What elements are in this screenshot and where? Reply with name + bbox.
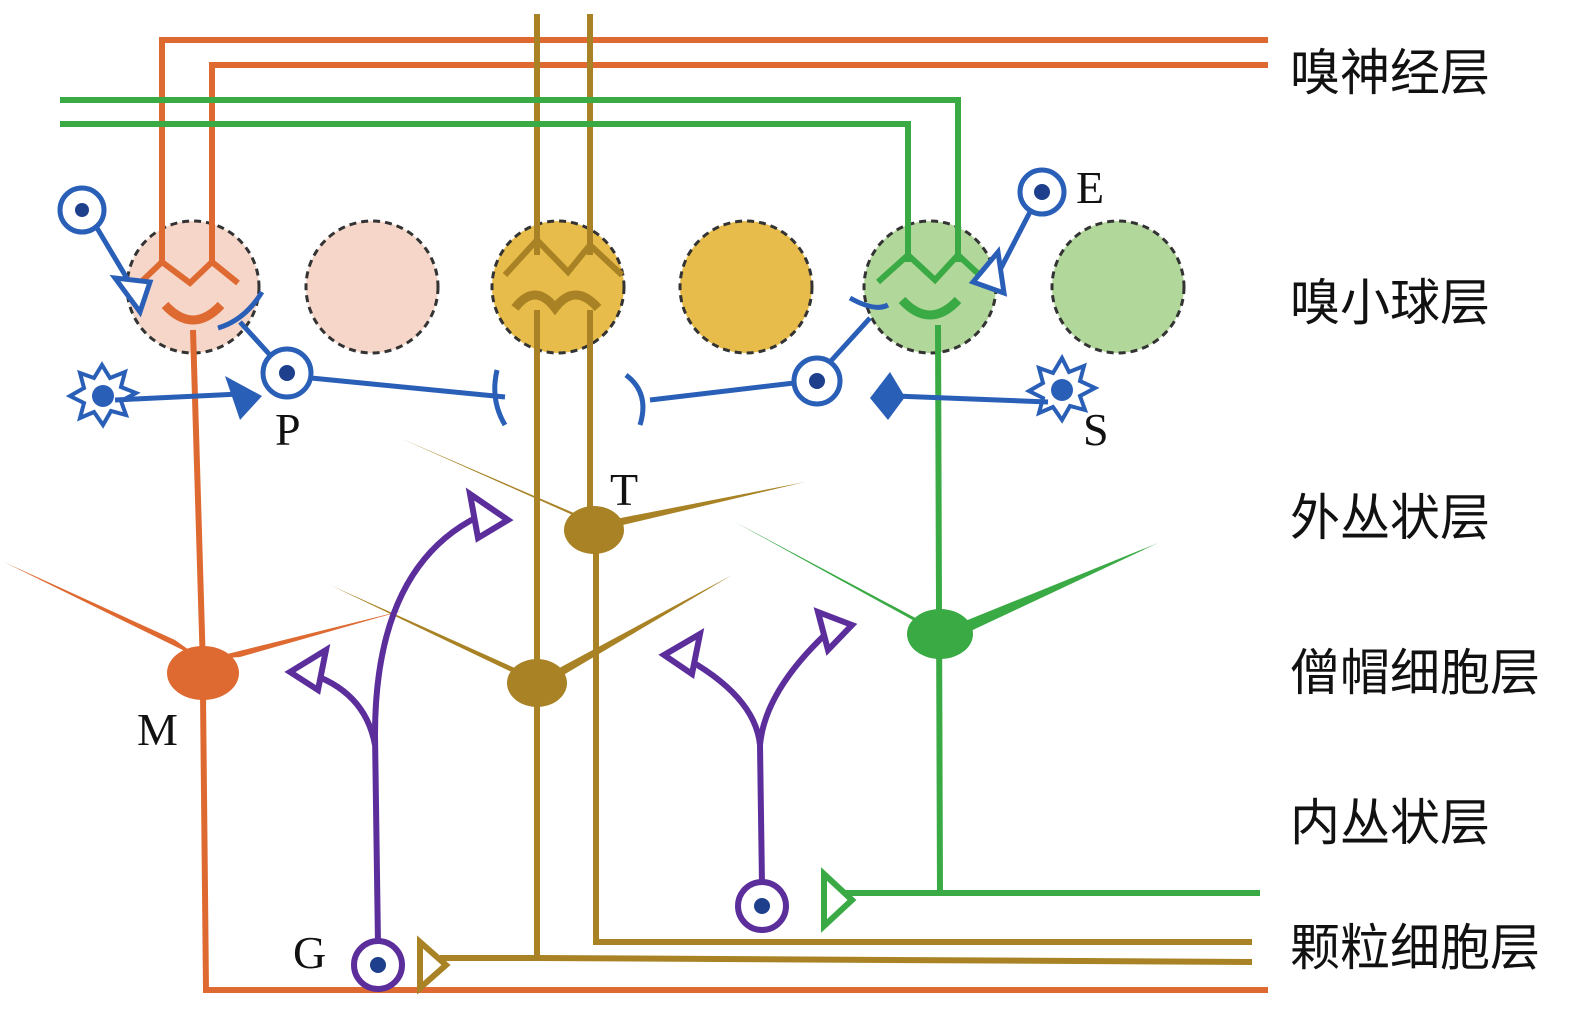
glomerulus-green-1: [862, 219, 998, 355]
tufted-terminal: [417, 935, 451, 995]
glomerulus-yellow-2: [678, 219, 814, 355]
layer-label-ipl: 内丛状层: [1290, 794, 1490, 852]
label-S: S: [1083, 404, 1109, 455]
label-T: T: [610, 464, 638, 515]
glomeruli: [125, 219, 1186, 355]
green-soma: [907, 609, 973, 659]
layer-labels: 嗅神经层 嗅小球层 外丛状层 僧帽细胞层 内丛状层 颗粒细胞层: [1290, 44, 1540, 977]
interneurons-blue: [57, 167, 1100, 429]
glomerulus-yellow-1: [490, 219, 626, 355]
layer-label-gl: 嗅小球层: [1290, 274, 1490, 332]
granule-cells: [284, 487, 858, 992]
label-P: P: [275, 404, 301, 455]
tufted-soma-lower: [507, 659, 567, 707]
mitral-cell-pathway: [4, 37, 1268, 993]
layer-label-epl: 外丛状层: [1290, 489, 1490, 547]
layer-label-gcl: 颗粒细胞层: [1290, 919, 1540, 977]
green-terminal: [821, 867, 857, 933]
cell-labels: M T G P E S: [137, 162, 1109, 978]
layer-label-mcl: 僧帽细胞层: [1290, 644, 1540, 702]
glomerulus-pink-2: [304, 219, 440, 355]
label-E: E: [1076, 162, 1104, 213]
label-M: M: [137, 704, 178, 755]
green-cell-pathway: [60, 97, 1260, 933]
tufted-cell-pathway: [330, 14, 1253, 995]
mitral-soma: [167, 646, 239, 700]
layer-label-onl: 嗅神经层: [1290, 44, 1490, 102]
glomerulus-green-2: [1050, 219, 1186, 355]
label-G: G: [293, 927, 326, 978]
tufted-soma-upper: [564, 506, 624, 554]
